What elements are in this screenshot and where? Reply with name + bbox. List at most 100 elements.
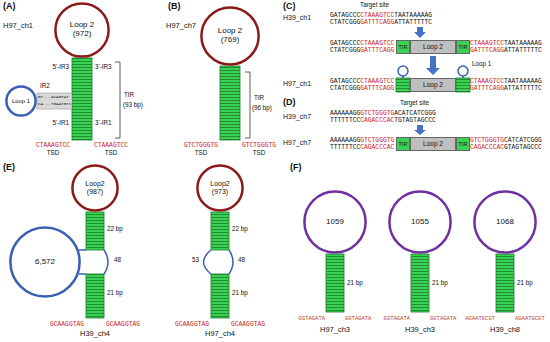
region-label: TIR [254, 94, 264, 101]
loop-size: 1068 [485, 218, 525, 227]
region-label: TSD [253, 150, 266, 157]
loop-circle: Loop 1 [5, 85, 37, 117]
dna-sequence: AAAAAAGG [330, 137, 360, 144]
panel-letter: (C) [283, 1, 296, 11]
sequence-line: TTTTTTCCCAGACCCACTGTAGTAGCCC [330, 117, 436, 124]
region-label: 3'-IR1 [95, 120, 112, 127]
box-label: TIR [399, 44, 408, 50]
region-label: 22 bp [107, 226, 123, 233]
tsd-sequence: GCAAGGTAG [175, 321, 209, 328]
region-label: 22 bp [107, 225, 123, 232]
panel-letter: (B) [168, 1, 181, 11]
region-label: Loop 1 [472, 60, 491, 67]
dna-sequence: CTATCGGG [330, 85, 360, 92]
tsd-sequence: GGTAGATA [299, 315, 325, 322]
element-name: H39_ch1 [283, 14, 311, 22]
loop-size: Loop2 (973) [205, 180, 235, 195]
region-label: Target site [360, 2, 389, 9]
region-label: 22 bp [232, 226, 248, 233]
element-name: H97_ch1 [283, 80, 311, 88]
element-name: H97_ch7 [283, 139, 311, 146]
element-name: H97_ch1 [283, 80, 311, 87]
region-label: Target site [400, 100, 429, 107]
ir-sequence: CA...TGAATGTC [38, 101, 72, 106]
loop-circle: Loop 2 (972) [54, 2, 110, 58]
region-label: 5'-IR3 [52, 64, 69, 71]
box-label: Loop 2 [423, 81, 443, 88]
region-label: TIR [124, 91, 134, 98]
box-label: Loop 2 [423, 43, 443, 50]
dna-sequence: ATTATTTTTC [504, 47, 542, 54]
dna-sequence: CTATCGGG [330, 47, 360, 54]
region-label: 21 bp [107, 290, 123, 297]
panel-letter: (E) [3, 162, 15, 172]
element-name: H97_ch4 [205, 329, 235, 338]
dna-sequence: GATAGCCC [330, 40, 360, 47]
tsd-sequence: CTAAAGTCC [94, 142, 128, 149]
loop-size: 1055 [400, 218, 440, 227]
element-name: H39_ch7 [283, 113, 311, 120]
region-label: Target site [400, 99, 429, 106]
tsd-sequence: CAGACCCAC [360, 117, 394, 124]
panel-letter: (D) [283, 97, 296, 107]
loop-circle: Loop2 (987) [71, 164, 119, 212]
dna-sequence: GATAGCCC [330, 78, 360, 85]
tir-box: TIR [456, 40, 470, 54]
region-label: 3'-IR3 [95, 63, 112, 70]
tsd-sequence: GATTTCAGG [470, 47, 504, 54]
tsd-sequence: GGTAGATA [384, 315, 410, 322]
sequence-line: CTATCGGGGATTTCAGGATTATTTTTC [330, 19, 432, 26]
element-name: H39_ch1 [283, 14, 311, 21]
element-name: H39_ch3 [405, 326, 435, 334]
element-name: H39_ch4 [80, 330, 110, 338]
tsd-sequence: GTCTGGGTG [360, 137, 394, 144]
tsd-sequence: CAGACCCAC [470, 144, 504, 151]
tsd-sequence: GGTAGATA [430, 315, 456, 322]
region-label: 48 [238, 256, 245, 263]
tsd-sequence: GGTAGATA [430, 316, 456, 322]
tsd-sequence: CTAAAGTCC [94, 142, 128, 149]
region-label: 3'-IR1 [95, 119, 112, 126]
sequence-line: GATTTCAGGATTATTTTTC [470, 47, 542, 54]
tsd-sequence: AGAATGCGT [465, 315, 495, 322]
loop-size: Loop2 (987) [80, 180, 110, 195]
tsd-sequence: CTAAAGTCC [360, 12, 394, 19]
sequence-line: GATAGCCCCTAAAGTCCTAATAAAAAG [330, 12, 432, 19]
region-label: 21 bp [517, 280, 533, 287]
region-label: 5'-IR3 [52, 63, 69, 70]
sequence-line: AAAAAAGGGTCTGGGTG [330, 137, 394, 144]
tsd-sequence: CTAAAGTCC [36, 142, 70, 149]
dna-sequence: AAAAAAGG [330, 110, 360, 117]
element-name: H97_ch1 [3, 21, 33, 30]
element-name: H39_ch3 [405, 325, 435, 334]
dna-sequence: ATTATTTTTC [504, 85, 542, 92]
dna-sequence: TAATAAAAAG [394, 12, 432, 19]
tsd-sequence: GCAAGGTAG [50, 321, 84, 328]
dna-sequence: ACATCATCGGG [394, 110, 436, 117]
element-name: H39_ch7 [283, 113, 311, 121]
element-name: H97_ch1 [3, 22, 33, 30]
dna-sequence: TGTAGTAGCCC [394, 117, 436, 124]
tsd-sequence: AGAATGCGT [465, 316, 495, 322]
tsd-sequence: GCAAGGTAG [106, 321, 140, 328]
region-label: 48 [114, 256, 121, 263]
region-label: (93 bp) [123, 102, 143, 109]
element-name: H39_ch4 [80, 329, 110, 338]
region-label: TSD [253, 149, 266, 156]
tsd-sequence: GCAAGGTAG [231, 321, 265, 328]
loop-box: Loop 2 [410, 137, 456, 151]
region-label: TSD [195, 150, 208, 157]
dna-sequence: TTTTTTCC [330, 144, 360, 151]
element-name: H39_ch8 [490, 326, 520, 334]
ir-sequence: CA...TGAATGTC [38, 101, 72, 106]
sequence-line: GATAGCCCCTAAAGTCC [330, 40, 394, 47]
tsd-sequence: GTCTGGGTG [184, 142, 218, 149]
tsd-sequence: GTCTGGGTG [360, 110, 394, 117]
region-label: Target site [360, 1, 389, 8]
region-label: 21 bp [347, 279, 363, 286]
tsd-sequence: CTAAAGTCC [360, 78, 394, 85]
bulge-loop [79, 66, 468, 274]
loop-box: Loop 2 [410, 78, 456, 92]
element-name: H97_ch3 [320, 325, 350, 334]
tsd-sequence: GCAAGGTAG [106, 321, 140, 328]
